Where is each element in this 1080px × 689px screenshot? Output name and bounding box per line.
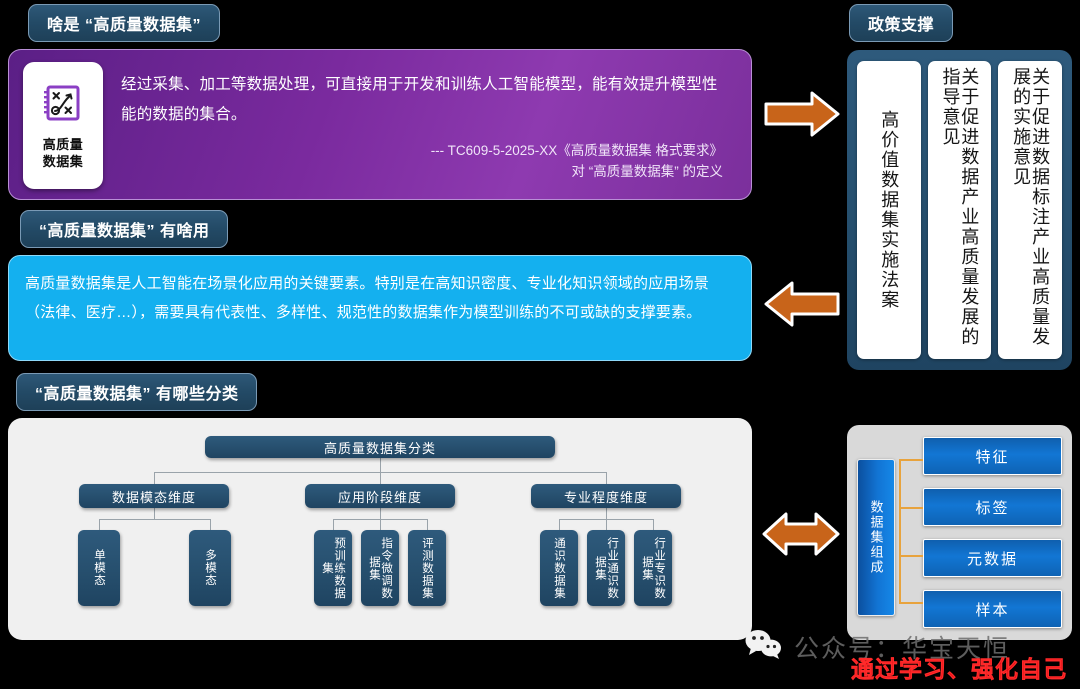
tree-connector [606, 519, 607, 530]
definition-icon-tile: 高质量 数据集 [23, 62, 103, 189]
definition-card: 高质量 数据集 经过采集、加工等数据处理，可直接用于开发和训练人工智能模型，能有… [8, 49, 752, 200]
tree-connector [427, 519, 428, 530]
usage-text: 高质量数据集是人工智能在场景化应用的关键要素。特别是在高知识密度、专业化知识领域… [25, 275, 710, 322]
citation-line-2: 对 “高质量数据集” 的定义 [571, 164, 724, 180]
tree-connector [99, 519, 100, 530]
definition-tile-label: 高质量 数据集 [43, 137, 84, 170]
arrow-policy-to-usage [760, 280, 840, 328]
usage-section-header: “高质量数据集” 有啥用 [20, 210, 229, 248]
composition-root-label: 数据集组成 [868, 500, 884, 575]
tree-connector [210, 519, 211, 530]
arrow-taxonomy-composition [760, 510, 842, 558]
tree-connector [154, 508, 155, 519]
composition-connector-line [899, 459, 923, 461]
taxonomy-section-header: “高质量数据集” 有哪些分类 [16, 373, 258, 411]
policy-item-label: 高价值数据集实施法案 [879, 110, 900, 310]
policy-item-label: 关于促进数据标注产业高质量发展的实施意见 [1011, 67, 1051, 347]
arrow-definition-to-policy [764, 90, 840, 138]
composition-root-node[interactable]: 数据集组成 [857, 459, 895, 616]
tree-connector [99, 519, 210, 520]
citation-line-1: --- TC609-5-2025-XX《高质量数据集 格式要求》 [430, 142, 723, 158]
taxonomy-leaf-node[interactable]: 行业专识数据集 [634, 530, 672, 606]
tree-connector [606, 472, 607, 484]
tree-connector [380, 472, 381, 484]
taxonomy-leaf-node[interactable]: 行业通识数据集 [587, 530, 625, 606]
definition-text: 经过采集、加工等数据处理，可直接用于开发和训练人工智能模型，能有效提升模型性能的… [121, 76, 718, 124]
definition-body: 经过采集、加工等数据处理，可直接用于开发和训练人工智能模型，能有效提升模型性能的… [103, 62, 737, 187]
dataset-chip-icon [41, 81, 85, 130]
taxonomy-leaf-node[interactable]: 单模态 [78, 530, 120, 606]
tile-label-line1: 高质量 [42, 137, 84, 153]
composition-item[interactable]: 特征 [923, 437, 1062, 475]
taxonomy-dimension-node[interactable]: 应用阶段维度 [305, 484, 455, 508]
red-slogan: 通过学习、强化自己 [851, 656, 1067, 683]
taxonomy-dimension-node[interactable]: 数据模态维度 [79, 484, 229, 508]
footer-watermark: 公众号：华宝天恒 [744, 628, 1010, 665]
policy-section-header: 政策支撑 [849, 4, 954, 42]
usage-card: 高质量数据集是人工智能在场景化应用的关键要素。特别是在高知识密度、专业化知识领域… [8, 255, 752, 361]
watermark-text: 公众号：华宝天恒 [794, 634, 1011, 663]
taxonomy-diagram: 高质量数据集分类 数据模态维度 应用阶段维度 专业程度维度 单模态 多模态 预训… [8, 418, 752, 640]
taxonomy-leaf-node[interactable]: 指令微调数据集 [361, 530, 399, 606]
taxonomy-leaf-node[interactable]: 多模态 [189, 530, 231, 606]
tree-connector [333, 519, 334, 530]
taxonomy-leaf-node[interactable]: 评测数据集 [408, 530, 446, 606]
tile-label-line2: 数据集 [42, 153, 84, 169]
wechat-icon [744, 628, 784, 665]
definition-section-header: 啥是 “高质量数据集” [28, 4, 220, 42]
policy-item[interactable]: 关于促进数据标注产业高质量发展的实施意见 [998, 61, 1063, 359]
tree-connector [154, 472, 155, 484]
composition-connector-line [899, 602, 923, 604]
left-column: 啥是 “高质量数据集” [8, 4, 756, 640]
tree-connector [380, 508, 381, 519]
taxonomy-leaf-node[interactable]: 预训练数据集 [314, 530, 352, 606]
tree-connector [380, 458, 381, 472]
policy-card: 高价值数据集实施法案 关于促进数据产业高质量发展的指导意见 关于促进数据标注产业… [847, 50, 1072, 370]
tree-connector [653, 519, 654, 530]
composition-diagram: 数据集组成 特征 标签 元数据 样本 [847, 425, 1072, 640]
composition-connector-line [899, 555, 923, 557]
policy-item-label: 关于促进数据产业高质量发展的指导意见 [940, 67, 980, 347]
policy-item[interactable]: 高价值数据集实施法案 [857, 61, 921, 359]
composition-item[interactable]: 样本 [923, 590, 1062, 628]
composition-item[interactable]: 标签 [923, 488, 1062, 526]
composition-connector-line [899, 459, 901, 579]
tree-connector [380, 519, 381, 530]
tree-connector [606, 508, 607, 519]
taxonomy-dimension-node[interactable]: 专业程度维度 [531, 484, 681, 508]
taxonomy-root-node[interactable]: 高质量数据集分类 [205, 436, 555, 458]
taxonomy-leaf-node[interactable]: 通识数据集 [540, 530, 578, 606]
tree-connector [559, 519, 560, 530]
policy-item[interactable]: 关于促进数据产业高质量发展的指导意见 [927, 61, 992, 359]
composition-connector-line [899, 507, 923, 509]
composition-items: 特征 标签 元数据 样本 [923, 435, 1062, 630]
composition-connector-line [899, 555, 901, 603]
composition-item[interactable]: 元数据 [923, 539, 1062, 577]
definition-citation: --- TC609-5-2025-XX《高质量数据集 格式要求》 对 “高质量数… [121, 140, 727, 187]
composition-connectors [895, 435, 923, 630]
